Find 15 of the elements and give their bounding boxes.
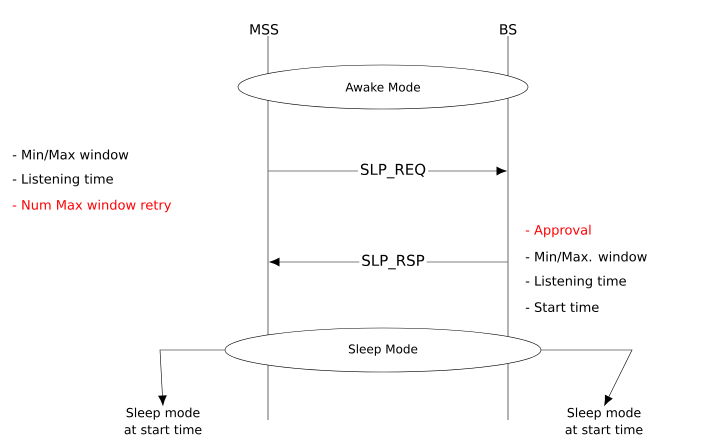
- arrow: [158, 350, 225, 406]
- result-text: Sleep mode at start time: [124, 408, 202, 434]
- parameter-item: - Approval: [526, 224, 591, 238]
- parameter-item: - Min/Max window: [12, 149, 128, 161]
- parameter-item: - Listening time: [526, 276, 626, 288]
- arrow: [541, 350, 632, 406]
- edge-label: SLP_RSP: [362, 254, 424, 270]
- parameter-item: - Num Max window retry: [12, 200, 172, 212]
- edge-label: SLP_REQ: [360, 164, 426, 178]
- parameter-item: - Start time: [526, 302, 599, 312]
- node-label: BS: [500, 24, 516, 35]
- parameter-item: - Listening time: [12, 174, 113, 186]
- parameter-item: - Min/Max. window: [526, 251, 647, 263]
- result-text: Sleep mode at start time: [566, 408, 642, 434]
- node-label: MSS: [250, 24, 278, 35]
